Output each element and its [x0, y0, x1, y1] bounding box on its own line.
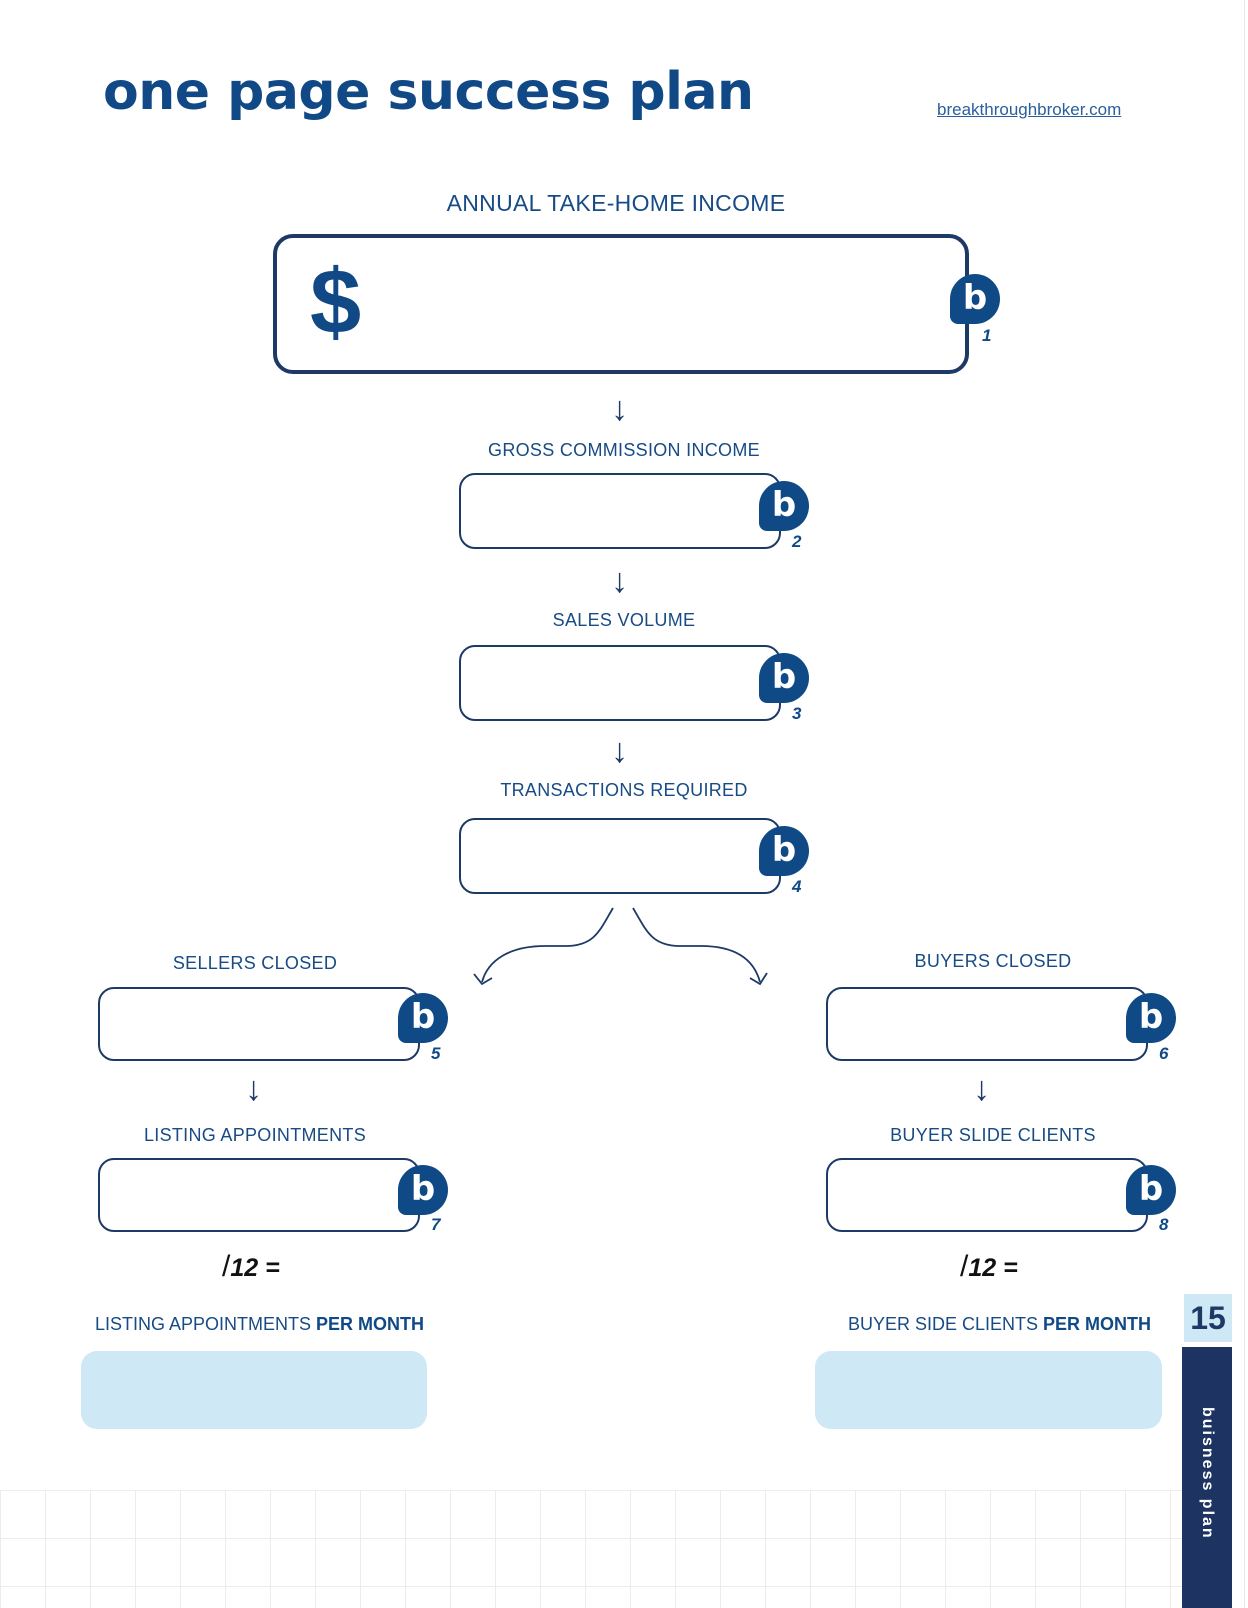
down-arrow-icon: ↓	[245, 1070, 262, 1108]
step-number: 6	[1159, 1044, 1169, 1063]
sellers-closed-field[interactable]	[98, 987, 420, 1061]
listing-per-month-label: LISTING APPOINTMENTS PER MONTH	[95, 1314, 425, 1334]
listing-appointments-label: LISTING APPOINTMENTS	[143, 1125, 367, 1145]
gross-commission-field[interactable]	[459, 473, 781, 549]
buyer-side-clients-field[interactable]	[826, 1158, 1148, 1232]
b-badge-icon: b	[950, 274, 1000, 324]
buyers-closed-field[interactable]	[826, 987, 1148, 1061]
website-link[interactable]: breakthroughbroker.com	[937, 100, 1122, 119]
down-arrow-icon: ↓	[611, 732, 628, 770]
sellers-closed-label: SELLERS CLOSED	[172, 953, 338, 973]
background-grid	[0, 1490, 1182, 1608]
sales-volume-label: SALES VOLUME	[552, 610, 696, 630]
b-badge-icon: b	[759, 653, 809, 703]
buyer-side-clients-label: BUYER SLIDE CLIENTS	[890, 1125, 1096, 1145]
dollar-sign: $	[310, 251, 362, 353]
buyer-per-month-label: BUYER SIDE CLIENTS PER MONTH	[848, 1314, 1152, 1334]
step-number: 5	[431, 1044, 441, 1063]
step-number: 7	[431, 1215, 441, 1234]
listing-appointments-field[interactable]	[98, 1158, 420, 1232]
b-badge-icon: b	[1126, 993, 1176, 1043]
down-arrow-icon: ↓	[973, 1070, 990, 1108]
step-number: 3	[792, 704, 802, 723]
step-number: 8	[1159, 1215, 1169, 1234]
annual-income-label: ANNUAL TAKE-HOME INCOME	[446, 190, 786, 216]
b-badge-icon: b	[759, 481, 809, 531]
down-arrow-icon: ↓	[611, 562, 628, 600]
step-number: 4	[792, 877, 802, 896]
split-arrows-icon	[473, 907, 768, 986]
annual-income-field[interactable]	[273, 234, 969, 374]
transactions-field[interactable]	[459, 818, 781, 894]
listing-per-month-field[interactable]	[81, 1351, 427, 1429]
step-number: 2	[792, 532, 802, 551]
buyers-closed-label: BUYERS CLOSED	[914, 951, 1072, 971]
divide-by-twelve: /12 =	[222, 1250, 280, 1283]
b-badge-icon: b	[398, 993, 448, 1043]
down-arrow-icon: ↓	[611, 390, 628, 428]
section-sidebar: buisness plan	[1182, 1347, 1232, 1608]
page-title: one page success plan	[103, 62, 754, 122]
sales-volume-field[interactable]	[459, 645, 781, 721]
transactions-label: TRANSACTIONS REQUIRED	[500, 780, 748, 800]
divide-by-twelve: /12 =	[960, 1250, 1018, 1283]
buyer-per-month-field[interactable]	[815, 1351, 1162, 1429]
section-label: buisness plan	[1199, 1407, 1216, 1540]
step-number: 1	[982, 326, 992, 345]
b-badge-icon: b	[759, 826, 809, 876]
gross-commission-label: GROSS COMMISSION INCOME	[488, 440, 760, 460]
b-badge-icon: b	[1126, 1165, 1176, 1215]
b-badge-icon: b	[398, 1165, 448, 1215]
page-edge-line	[1244, 0, 1245, 1608]
page-number: 15	[1184, 1294, 1232, 1342]
